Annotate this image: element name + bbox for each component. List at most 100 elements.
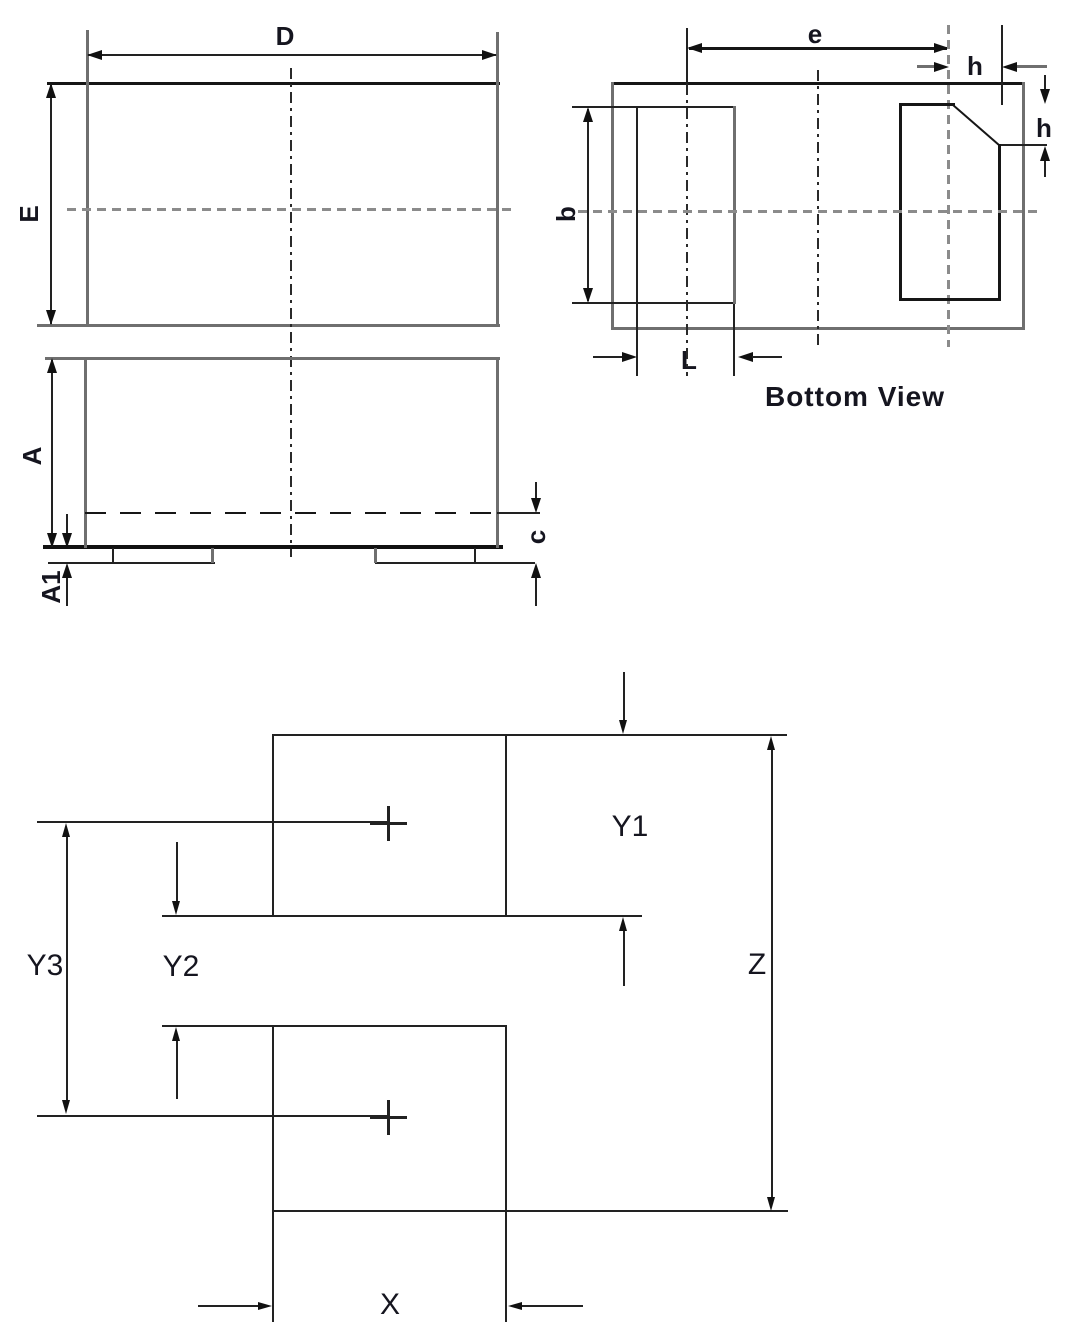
dim-E-arrow-up	[46, 83, 56, 98]
dim-L-label: L	[681, 345, 697, 375]
upper-center-leader	[37, 821, 390, 823]
dim-h2-shaft-top	[1044, 75, 1046, 90]
dim-h1-label: h	[967, 51, 983, 81]
dim-c-arrow-up	[531, 563, 541, 578]
dim-A1-arrow-up	[62, 563, 72, 578]
dim-e-line	[689, 47, 947, 50]
dim-h1-arrow-right	[934, 62, 949, 72]
lower-pad-bottom-edge	[273, 1210, 788, 1212]
dim-X-label: X	[379, 1288, 401, 1321]
right-foot-start	[374, 548, 377, 563]
dim-e-arrow-left	[687, 43, 702, 53]
upper-pad-left-edge	[272, 734, 274, 916]
dim-Y3-line	[66, 831, 68, 1106]
center-mark-lower-v	[387, 1100, 390, 1135]
dim-E-arrow-down	[46, 310, 56, 325]
right-foot-tick	[474, 548, 476, 563]
dim-Y3-arrow-down	[62, 1100, 70, 1114]
lower-center-leader	[37, 1115, 390, 1117]
dim-Y2-arrow-down	[172, 901, 180, 915]
left-pad-centerline	[686, 84, 688, 376]
dim-Y3-arrow-up	[62, 823, 70, 837]
left-pad-wrap-line	[636, 106, 638, 376]
dim-b-arrow-up	[583, 107, 593, 122]
dim-Y1-arrow-up	[619, 917, 627, 931]
dim-h1-shaft-left	[917, 65, 935, 68]
dim-A1-shaft-top	[66, 514, 68, 534]
dim-L-shaft-right	[752, 356, 782, 358]
dim-L-arrow-right	[622, 352, 637, 362]
left-foot-tick	[112, 548, 114, 563]
dim-Y1-shaft-top	[623, 672, 625, 720]
dim-c-shaft-bottom	[535, 578, 537, 606]
dim-Y2-arrow-up	[172, 1027, 180, 1041]
right-pad-centerline	[947, 25, 950, 347]
dim-A1-label: A1	[36, 570, 66, 604]
dim-h2-arrow-down	[1040, 89, 1050, 104]
dim-Z-label: Z	[747, 948, 767, 981]
dim-A-line	[51, 360, 53, 547]
dim-D-arrow-left	[87, 50, 102, 60]
left-foot-end	[211, 548, 214, 563]
top-view-left-edge	[86, 30, 89, 327]
dim-Y2-label: Y2	[162, 950, 200, 983]
right-pad-bottom-edge	[899, 298, 1001, 301]
bottom-view-horizontal-centerline	[578, 210, 1043, 213]
upper-pad-bottom-edge	[162, 915, 642, 917]
right-pad-top-edge	[899, 103, 955, 106]
dim-Z-arrow-up	[767, 736, 775, 750]
left-pad-bottom-edge	[572, 302, 735, 304]
dim-A1-arrow-down	[62, 533, 72, 548]
dim-X-shaft-right	[522, 1305, 583, 1307]
left-pad-right-edge	[733, 106, 736, 304]
dim-Y1-label: Y1	[611, 810, 649, 843]
lower-pad-right-edge	[505, 1025, 507, 1322]
dim-c-shaft-top	[535, 482, 537, 498]
left-foot-bottom	[48, 562, 215, 564]
dim-D-arrow-right	[482, 50, 497, 60]
dim-Y2-shaft-bottom	[176, 1041, 178, 1099]
dim-b-arrow-down	[583, 288, 593, 303]
bottom-view-left-edge	[611, 82, 614, 330]
bottom-view-right-edge	[1022, 82, 1025, 330]
top-view-horizontal-centerline	[67, 208, 517, 211]
left-pad-right-extension	[733, 304, 735, 376]
dim-X-arrow-right	[258, 1302, 272, 1310]
side-view-hidden-line	[85, 512, 500, 514]
right-foot-bottom	[375, 562, 535, 564]
dim-b-line	[587, 109, 589, 301]
dim-e-arrow-right	[934, 43, 949, 53]
dim-X-shaft-left	[198, 1305, 260, 1307]
dim-Z-line	[771, 745, 773, 1203]
right-pad-chamfer	[952, 104, 1002, 148]
right-pad-right-edge	[998, 144, 1001, 301]
dim-h1-shaft-right	[1017, 65, 1047, 68]
side-view-top-edge	[45, 357, 500, 360]
dim-A-label: A	[17, 446, 47, 466]
left-pad-top-edge	[572, 106, 735, 108]
dim-h2-label: h	[1036, 113, 1052, 143]
dim-Y3-label: Y3	[26, 949, 64, 982]
right-pad-chamfer-extension	[1000, 144, 1047, 146]
right-pad-left-edge	[899, 103, 902, 301]
dim-A-arrow-up	[47, 358, 57, 373]
dim-D-label: D	[275, 21, 295, 51]
bottom-view-vertical-centerline	[817, 70, 819, 347]
dim-h2-shaft-bottom	[1044, 161, 1046, 177]
dim-A1-shaft-bottom	[66, 578, 68, 606]
dim-L-shaft-left	[593, 356, 623, 358]
dim-Y1-shaft-bottom	[623, 931, 625, 986]
dim-c-label: c	[521, 529, 551, 545]
dim-D-line	[88, 54, 496, 56]
side-view-bottom-edge	[43, 545, 503, 549]
dim-E-line	[50, 84, 52, 324]
dim-b-label: b	[551, 206, 581, 222]
dim-h1-arrow-left	[1002, 62, 1017, 72]
top-view-bottom-edge	[37, 324, 500, 327]
dim-E-label: E	[14, 205, 44, 223]
top-side-vertical-centerline	[290, 68, 292, 557]
dim-Y2-shaft-top	[176, 842, 178, 904]
lower-pad-left-edge	[272, 1025, 274, 1322]
upper-pad-top-edge	[273, 734, 787, 736]
